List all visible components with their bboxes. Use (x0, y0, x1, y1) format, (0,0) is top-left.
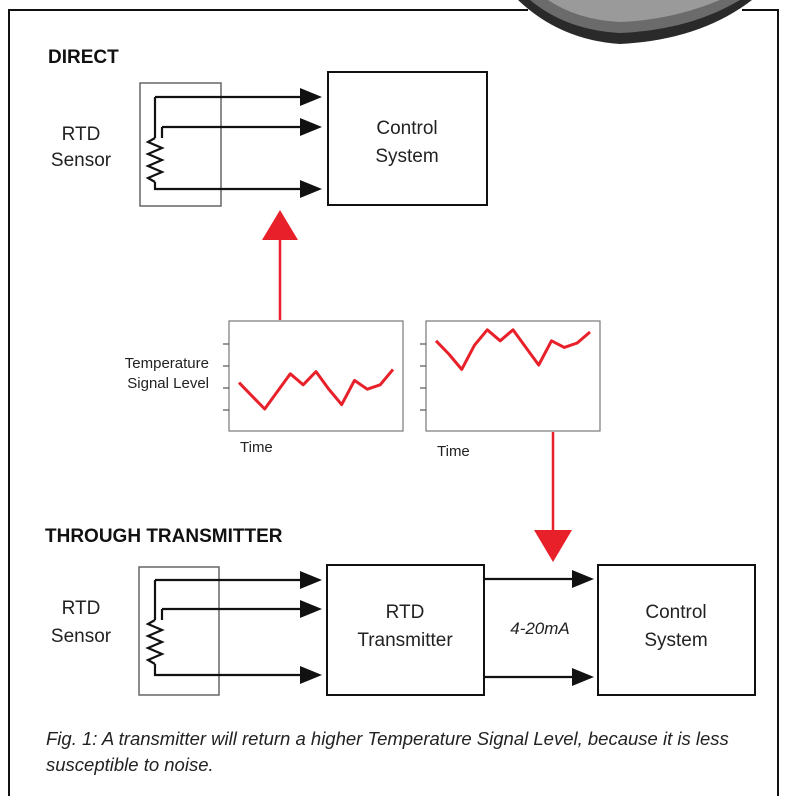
tx-arrowhead-1 (300, 571, 322, 589)
left-graph-ticks (223, 343, 229, 411)
direct-sensor-label-line2: Sensor (51, 150, 112, 171)
right-graph-ticks (420, 343, 426, 411)
right-graph-frame (425, 320, 601, 432)
red-arrow-up (262, 210, 298, 320)
tx-sensor-label-line1: RTD (62, 598, 101, 619)
tx-rtd-wires (145, 578, 300, 677)
direct-control-label-line1: Control (376, 118, 437, 139)
right-signal-line (434, 328, 591, 371)
direct-heading: DIRECT (48, 47, 119, 68)
direct-control-system-box (327, 71, 488, 206)
tx-output-wires (484, 577, 572, 679)
tx-output-arrowhead-2 (572, 668, 594, 686)
tx-control-system-box (597, 564, 756, 696)
direct-sensor-box (139, 82, 222, 207)
transmitter-heading: THROUGH TRANSMITTER (45, 526, 283, 547)
graph-ylabel-line1: Temperature (125, 355, 209, 372)
rtd-transmitter-box (326, 564, 485, 696)
tx-sensor-label-line2: Sensor (51, 626, 112, 647)
tx-control-label-line2: System (644, 630, 707, 651)
direct-rtd-wires (145, 95, 300, 191)
tx-box-label-line1: RTD (386, 602, 425, 623)
direct-sensor-label-line1: RTD (62, 124, 101, 145)
left-graph-xlabel: Time (240, 439, 273, 456)
tx-arrowhead-3 (300, 666, 322, 684)
red-arrow-down (534, 432, 572, 562)
tx-box-label-line2: Transmitter (357, 630, 453, 651)
direct-arrowhead-3 (300, 180, 322, 198)
gauge-image (518, 0, 752, 44)
direct-arrowhead-2 (300, 118, 322, 136)
tx-arrowhead-2 (300, 600, 322, 618)
figure-frame (8, 9, 779, 796)
figure-caption: Fig. 1: A transmitter will return a high… (46, 728, 729, 775)
direct-arrowhead-1 (300, 88, 322, 106)
left-graph-frame (228, 320, 404, 432)
graph-ylabel-line2: Signal Level (127, 375, 209, 392)
tx-control-label-line1: Control (645, 602, 706, 623)
direct-control-label-line2: System (375, 146, 438, 167)
tx-output-arrowhead-1 (572, 570, 594, 588)
signal-label: 4-20mA (510, 619, 570, 638)
right-graph-xlabel: Time (437, 443, 470, 460)
tx-sensor-box (138, 566, 220, 696)
left-signal-line (237, 368, 395, 411)
